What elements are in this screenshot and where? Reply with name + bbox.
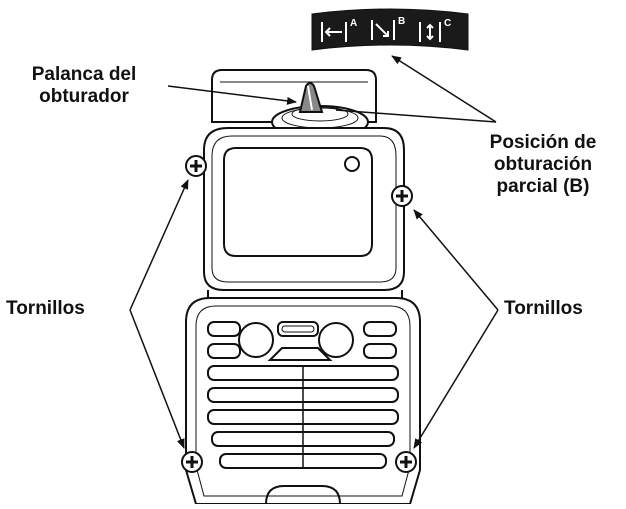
position-c-letter: C (444, 18, 451, 29)
arrow-position-a (335, 109, 497, 123)
position-c-icon (419, 22, 441, 42)
arrow-screw-lr (413, 309, 499, 449)
grille (207, 321, 399, 505)
lever-label: Palanca del obturador (4, 64, 164, 108)
arrow-screw-ll (129, 309, 185, 449)
position-b-icon (371, 20, 395, 40)
position-label-line-3: parcial (B) (496, 176, 590, 197)
screws-label-right: Tornillos (504, 298, 583, 319)
screw-lower-right (395, 451, 417, 473)
selector-plate: A B C (311, 8, 469, 51)
screws-label-left: Tornillos (6, 298, 85, 319)
position-label-line-1: Posición de (489, 132, 597, 153)
shutter-lever-icon (298, 82, 324, 113)
position-a-letter: A (350, 18, 357, 29)
leader-lines (129, 55, 499, 449)
position-label: Posición de obturación parcial (B) (468, 132, 618, 198)
screw-upper-left (185, 155, 207, 177)
arrow-screw-ur (413, 209, 499, 311)
screw-lower-left (181, 451, 203, 473)
face-plate (203, 127, 405, 291)
position-label-line-2: obturación (493, 154, 593, 175)
position-a-icon (321, 22, 347, 42)
lever-label-line-1: Palanca del (31, 64, 137, 85)
arrow-screw-ul (129, 179, 189, 311)
arrow-position-b (391, 55, 497, 123)
position-b-letter: B (398, 16, 405, 27)
lever-label-line-2: obturador (39, 86, 129, 107)
screw-upper-right (391, 185, 413, 207)
arrow-lever (167, 85, 297, 105)
